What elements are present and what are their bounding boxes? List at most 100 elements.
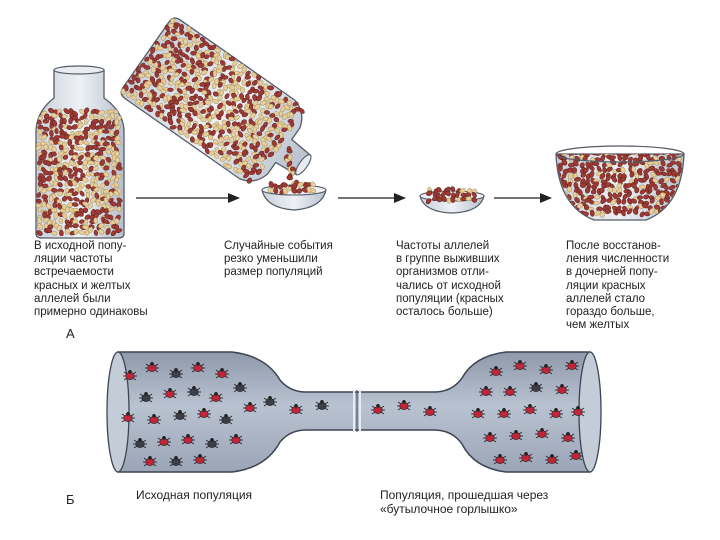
yellow-bean bbox=[228, 116, 235, 122]
yellow-bean bbox=[674, 175, 681, 182]
yellow-bean bbox=[83, 118, 89, 125]
yellow-bean bbox=[139, 100, 145, 107]
red-beetle bbox=[215, 368, 229, 379]
yellow-bean bbox=[201, 90, 208, 96]
red-bean bbox=[648, 165, 655, 171]
yellow-bean bbox=[171, 63, 177, 71]
red-bean bbox=[150, 46, 156, 54]
dark-beetle bbox=[187, 386, 201, 397]
yellow-bean bbox=[182, 88, 187, 95]
yellow-bean bbox=[240, 87, 245, 94]
yellow-bean bbox=[191, 129, 199, 135]
red-bean bbox=[579, 162, 585, 168]
red-bean bbox=[436, 187, 442, 193]
red-bean bbox=[637, 170, 643, 176]
red-bean bbox=[36, 198, 42, 204]
red-bean bbox=[129, 87, 135, 94]
red-bean bbox=[92, 144, 99, 151]
red-bean bbox=[51, 188, 58, 193]
red-bean bbox=[676, 161, 682, 168]
red-beetle bbox=[471, 408, 485, 419]
red-bean bbox=[273, 187, 279, 194]
yellow-bean bbox=[616, 187, 623, 194]
small-dish-survivors bbox=[419, 186, 485, 214]
yellow-bean bbox=[264, 90, 270, 97]
red-beetle bbox=[493, 454, 507, 465]
red-beetle bbox=[145, 362, 159, 373]
yellow-bean bbox=[177, 129, 185, 135]
yellow-bean bbox=[198, 102, 204, 109]
yellow-bean bbox=[160, 89, 167, 94]
red-bean bbox=[156, 105, 162, 111]
yellow-bean bbox=[258, 156, 265, 162]
red-bean bbox=[574, 154, 579, 155]
red-beetle bbox=[497, 408, 511, 419]
red-bean bbox=[42, 118, 50, 124]
red-bean bbox=[589, 170, 595, 178]
red-bean bbox=[645, 154, 651, 161]
red-bean bbox=[621, 155, 629, 161]
red-bean bbox=[154, 71, 159, 78]
red-bean bbox=[617, 154, 622, 161]
yellow-bean bbox=[610, 199, 616, 206]
yellow-bean bbox=[73, 144, 79, 151]
red-bean bbox=[197, 87, 204, 92]
red-bean bbox=[561, 179, 568, 185]
red-bean bbox=[637, 195, 643, 200]
red-bean bbox=[73, 197, 80, 202]
red-bean bbox=[273, 116, 280, 123]
red-bean bbox=[233, 158, 239, 165]
red-bean bbox=[264, 110, 270, 115]
red-bean bbox=[192, 110, 198, 117]
red-bean bbox=[286, 160, 293, 168]
red-bean bbox=[206, 107, 213, 113]
red-bean bbox=[189, 136, 195, 143]
red-bean bbox=[72, 223, 79, 229]
red-bean bbox=[113, 129, 120, 136]
red-bean bbox=[201, 142, 207, 149]
red-bean bbox=[62, 175, 69, 182]
red-beetle bbox=[157, 436, 171, 447]
red-bean bbox=[77, 211, 84, 217]
red-bean bbox=[143, 65, 151, 70]
red-bean bbox=[84, 214, 91, 220]
red-bean bbox=[289, 121, 295, 128]
red-bean bbox=[79, 191, 85, 197]
caption-survivor-frequencies: Частоты аллелей в группе выживших органи… bbox=[396, 240, 504, 319]
red-bean bbox=[256, 74, 262, 81]
yellow-bean bbox=[115, 124, 121, 131]
yellow-bean bbox=[159, 112, 164, 120]
red-beetle bbox=[523, 404, 537, 415]
red-bean bbox=[276, 91, 283, 98]
red-bean bbox=[203, 54, 210, 60]
yellow-bean bbox=[87, 226, 93, 233]
dark-beetle bbox=[263, 396, 277, 407]
red-bean bbox=[226, 149, 233, 155]
red-beetle bbox=[123, 370, 137, 381]
red-bean bbox=[231, 121, 238, 127]
yellow-bean bbox=[200, 116, 207, 122]
yellow-bean bbox=[130, 95, 137, 101]
red-bean bbox=[102, 141, 110, 147]
red-bean bbox=[193, 44, 199, 52]
yellow-bean bbox=[310, 181, 316, 188]
red-bean bbox=[77, 160, 83, 166]
red-bean bbox=[103, 219, 110, 225]
dark-beetle bbox=[529, 382, 543, 393]
yellow-bean bbox=[103, 188, 110, 194]
red-bean bbox=[189, 87, 195, 94]
red-bean bbox=[197, 95, 204, 102]
yellow-bean bbox=[53, 180, 58, 187]
red-bean bbox=[246, 177, 253, 184]
yellow-bean bbox=[89, 197, 97, 203]
red-bean bbox=[580, 172, 587, 178]
yellow-bean bbox=[92, 166, 99, 171]
yellow-bean bbox=[563, 154, 569, 156]
yellow-bean bbox=[110, 112, 116, 119]
red-bean bbox=[99, 159, 105, 166]
red-bean bbox=[42, 126, 50, 132]
yellow-bean bbox=[612, 147, 619, 151]
yellow-bean bbox=[246, 135, 252, 142]
yellow-bean bbox=[72, 218, 78, 225]
